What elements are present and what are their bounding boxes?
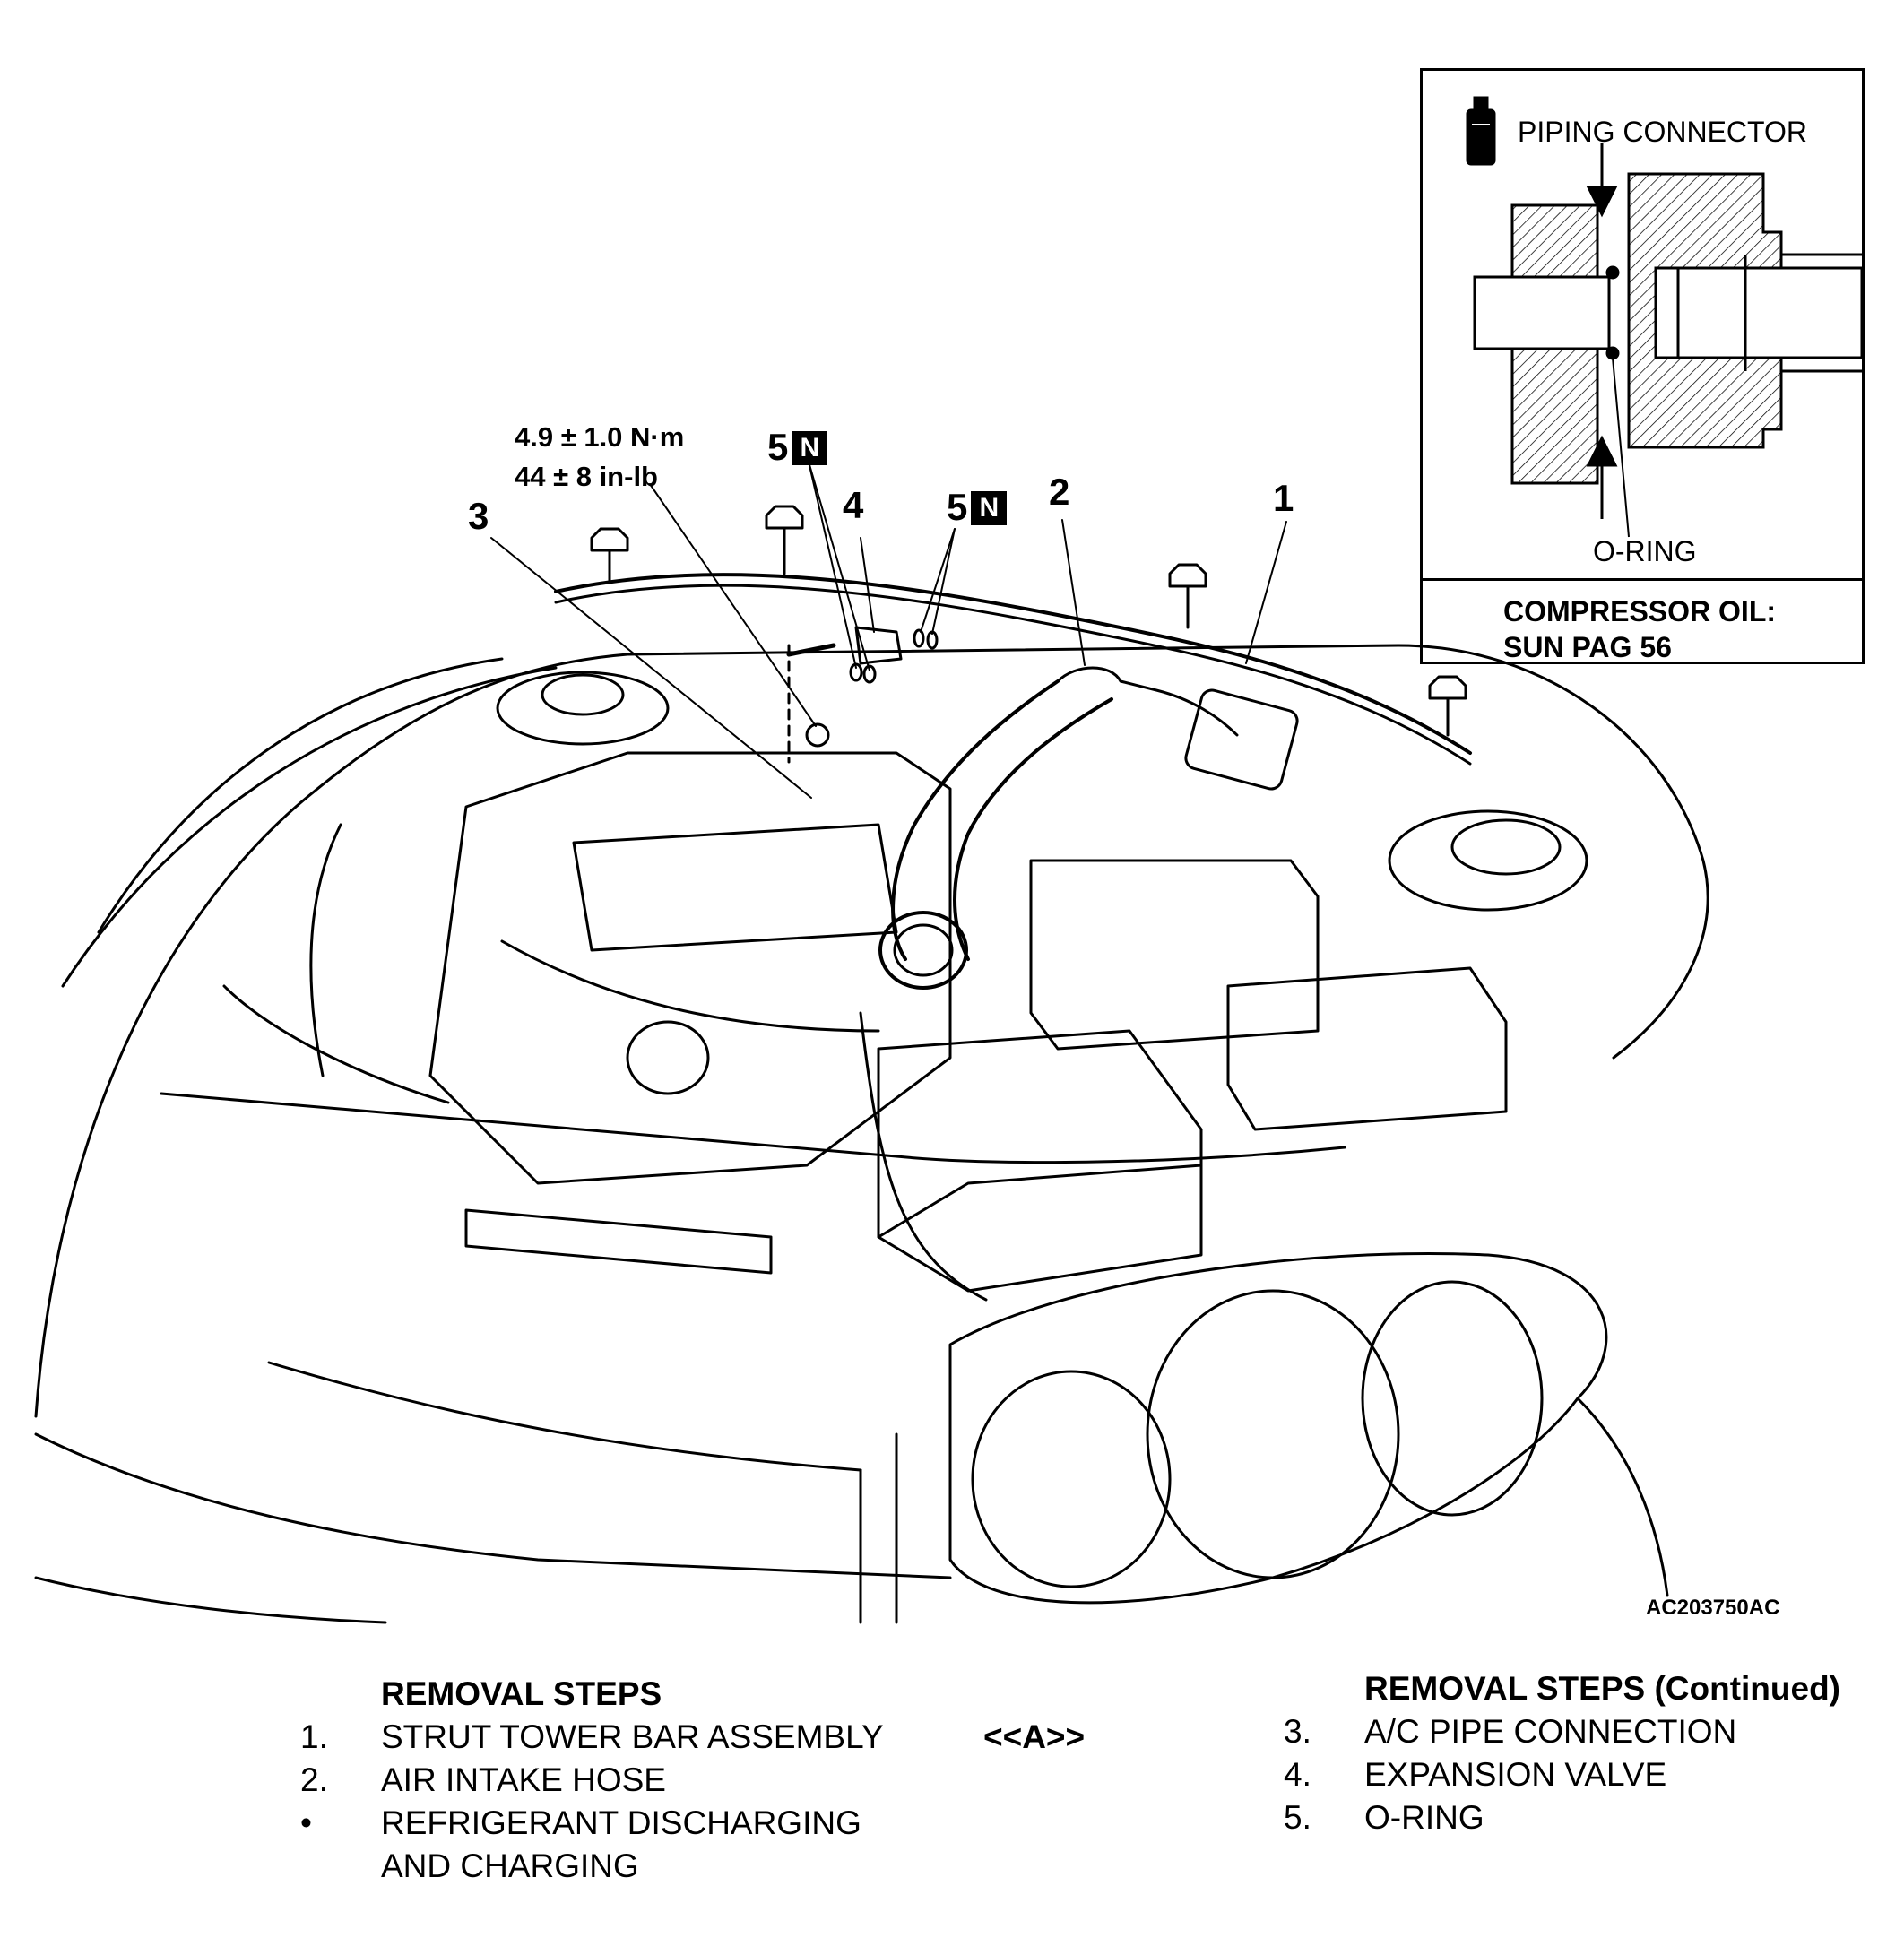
torque-spec: 4.9 ± 1.0 N·m 44 ± 8 in-lb (515, 418, 684, 497)
expansion-valve (854, 626, 903, 665)
callout-2: 2 (1049, 471, 1070, 513)
callout-4: 4 (843, 484, 864, 526)
torque-imperial: 44 ± 8 in-lb (515, 461, 658, 492)
piping-connector-diagram (1466, 96, 1862, 538)
new-part-badge: N (971, 491, 1008, 525)
up-arrow-icon (1586, 435, 1618, 519)
battery (1029, 859, 1320, 1051)
compressor-oil-note: COMPRESSOR OIL: SUN PAG 56 (1423, 578, 1862, 664)
figure-code: AC203750AC (1646, 1596, 1780, 1620)
list-item: 5. O-RING (1284, 1799, 1484, 1836)
callout-1: 1 (1273, 477, 1294, 519)
engine-block (428, 751, 952, 1185)
list-item: 4. EXPANSION VALVE (1284, 1756, 1667, 1793)
bolt (590, 505, 1467, 737)
procedure-note: <<A>> (983, 1718, 1086, 1755)
callout-3: 3 (468, 495, 489, 537)
list-item: 3. A/C PIPE CONNECTION (1284, 1713, 1737, 1750)
engine-bay-drawing (34, 461, 1709, 1624)
body-outline (34, 644, 1709, 1418)
o-ring-label: O-RING (1593, 535, 1697, 567)
oil-bottle-icon (1466, 96, 1496, 166)
removal-steps-continued-title: REMOVAL STEPS (Continued) (1364, 1670, 1841, 1707)
removal-steps-title: REMOVAL STEPS (381, 1675, 662, 1712)
list-item: 1. STRUT TOWER BAR ASSEMBLY <<A>> (300, 1716, 1085, 1759)
strut-tower-bar (554, 573, 1472, 755)
removal-steps-continued: REMOVAL STEPS (Continued) 3. A/C PIPE CO… (1284, 1667, 1841, 1839)
removal-steps: REMOVAL STEPS 1. STRUT TOWER BAR ASSEMBL… (300, 1673, 1085, 1888)
piping-connector-label: PIPING CONNECTOR (1518, 116, 1807, 148)
pipe-connection-nut (805, 722, 830, 748)
down-arrow-icon (1586, 143, 1618, 218)
list-item-continuation: AND CHARGING (381, 1847, 639, 1884)
new-part-badge: N (792, 431, 828, 465)
piping-connector-inset: PIPING CONNECTOR O-RING COMPRESSOR OIL: … (1420, 68, 1865, 664)
list-item: 2. AIR INTAKE HOSE (300, 1761, 666, 1798)
torque-metric: 4.9 ± 1.0 N·m (515, 421, 685, 453)
list-item: • REFRIGERANT DISCHARGING (300, 1804, 861, 1841)
